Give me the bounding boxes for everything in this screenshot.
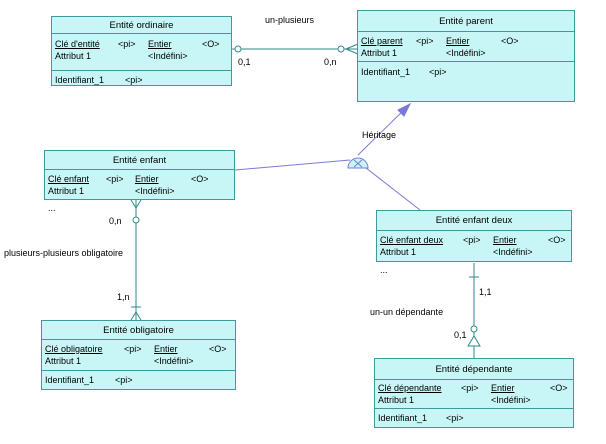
entity-title: Entité dépendante	[375, 359, 573, 380]
relationship-label-un-plusieurs: un-plusieurs	[265, 15, 315, 25]
entity-title: Entité parent	[358, 11, 574, 32]
cardinality-label: 1,1	[479, 287, 492, 297]
cardinality-label: 0,1	[454, 330, 467, 340]
attribute-row: Attribut 1 <Indéfini>	[380, 247, 533, 257]
attribute-row: Attribut 1 <Indéfini>	[55, 51, 188, 61]
entity-ordinaire[interactable]: Entité ordinaire Clé d'entité <pi> Entie…	[51, 16, 232, 86]
cardinality-label: 1,n	[117, 292, 130, 302]
cardinality-label: 0,1	[238, 57, 251, 67]
attribute-row: Clé parent <pi> Entier <O>	[361, 36, 519, 46]
entity-obligatoire[interactable]: Entité obligatoire Clé obligatoire <pi> …	[41, 320, 236, 390]
attribute-row: Attribut 1 <Indéfini>	[378, 395, 531, 405]
attribute-row: Clé d'entité <pi> Entier <O>	[55, 39, 220, 49]
identifier-row: Identifiant_1 <pi>	[378, 413, 464, 423]
entity-parent[interactable]: Entité parent Clé parent <pi> Entier <O>…	[357, 10, 575, 102]
relationship-label-plusieurs-plusieurs: plusieurs-plusieurs obligatoire	[4, 248, 124, 259]
attribute-row: Clé obligatoire <pi> Entier <O>	[45, 344, 227, 354]
entity-title: Entité obligatoire	[42, 321, 235, 340]
attribute-row: Clé enfant <pi> Entier <O>	[48, 174, 209, 184]
entity-enfant-deux[interactable]: Entité enfant deux Clé enfant deux <pi> …	[376, 210, 572, 262]
cardinality-label: 0,n	[324, 57, 337, 67]
more-attributes-ellipsis: ...	[380, 265, 388, 275]
relationship-label-un-un: un-un dépendante	[370, 307, 444, 317]
entity-title: Entité enfant deux	[377, 211, 571, 231]
attribute-row: Attribut 1 <Indéfini>	[361, 48, 486, 58]
entity-enfant[interactable]: Entité enfant Clé enfant <pi> Entier <O>…	[44, 150, 235, 200]
attribute-row: Attribut 1 <Indéfini>	[48, 186, 175, 196]
more-attributes-ellipsis: ...	[48, 203, 56, 213]
identifier-row: Identifiant_1 <pi>	[45, 375, 133, 385]
entity-title: Entité enfant	[45, 151, 234, 170]
entity-title: Entité ordinaire	[52, 17, 231, 34]
attribute-row: Clé dépendante <pi> Entier <O>	[378, 383, 568, 393]
cardinality-label: 0,n	[109, 216, 122, 226]
identifier-row: Identifiant_1 <pi>	[361, 67, 447, 77]
relationship-label-heritage: Héritage	[362, 130, 397, 140]
identifier-row: Identifiant_1 <pi>	[55, 75, 143, 85]
entity-dependante[interactable]: Entité dépendante Clé dépendante <pi> En…	[374, 358, 574, 428]
attribute-row: Attribut 1 <Indéfini>	[45, 356, 194, 366]
attribute-row: Clé enfant deux <pi> Entier <O>	[380, 235, 566, 245]
